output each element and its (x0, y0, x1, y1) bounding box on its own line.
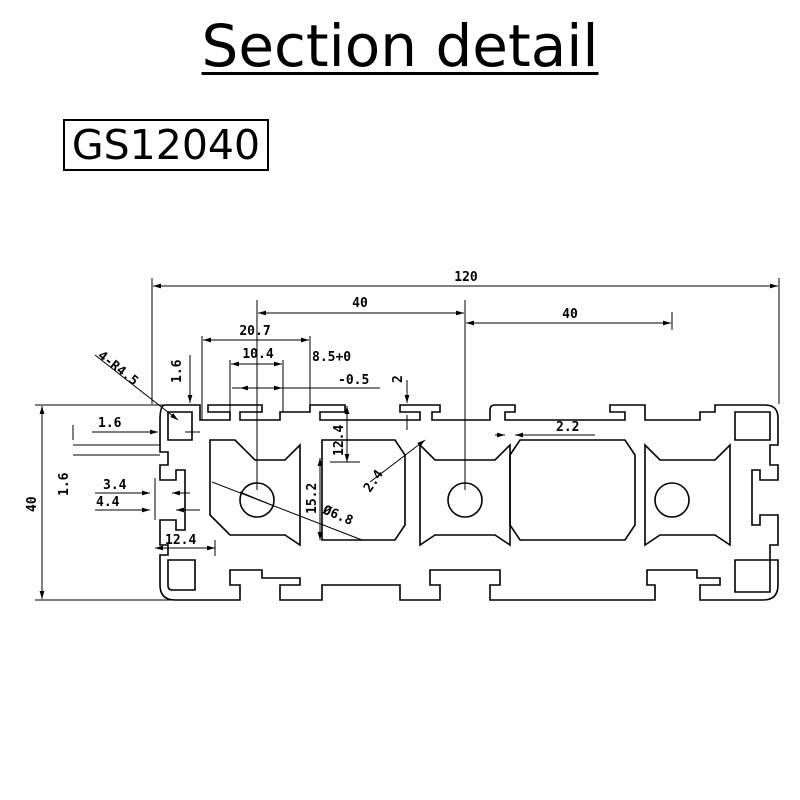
dim-slot-depth: 8.5+0 (312, 350, 351, 365)
dim-corner-radius: 4-R4.5 (95, 348, 141, 389)
model-number-box: GS12040 (63, 119, 269, 171)
dim-wall-top: 1.6 (170, 359, 185, 383)
dim-overall-height: 40 (25, 496, 40, 512)
dim-inner-15: 15.2 (305, 483, 320, 514)
dim-lip: 2 (391, 375, 406, 383)
dim-overall-width: 120 (454, 270, 478, 285)
dim-slot-depth-tol: -0.5 (338, 373, 369, 388)
dim-wall-left: 1.6 (98, 416, 122, 431)
dim-inner-12b: 12.4 (165, 533, 196, 548)
dim-groove-4: 4.4 (96, 495, 120, 510)
dimension-labels: 120 40 40 20.7 10.4 8.5+0 -0.5 2 1.6 4-R… (25, 270, 579, 548)
dim-slot-inner: 10.4 (242, 347, 273, 362)
dimension-lines (35, 278, 780, 601)
dim-bore: Ø6.8 (320, 502, 356, 528)
dim-wall-side: 1.6 (57, 472, 72, 496)
dim-web-2-2: 2.2 (556, 420, 579, 435)
profile-outline (159, 404, 779, 601)
drawing-title: Section detail (201, 12, 599, 80)
dim-slot-outer: 20.7 (239, 324, 270, 339)
dim-pitch-2: 40 (562, 307, 578, 322)
dim-pitch-1: 40 (352, 296, 368, 311)
dim-groove-3: 3.4 (103, 478, 127, 493)
dim-inner-12: 12.4 (332, 425, 347, 456)
